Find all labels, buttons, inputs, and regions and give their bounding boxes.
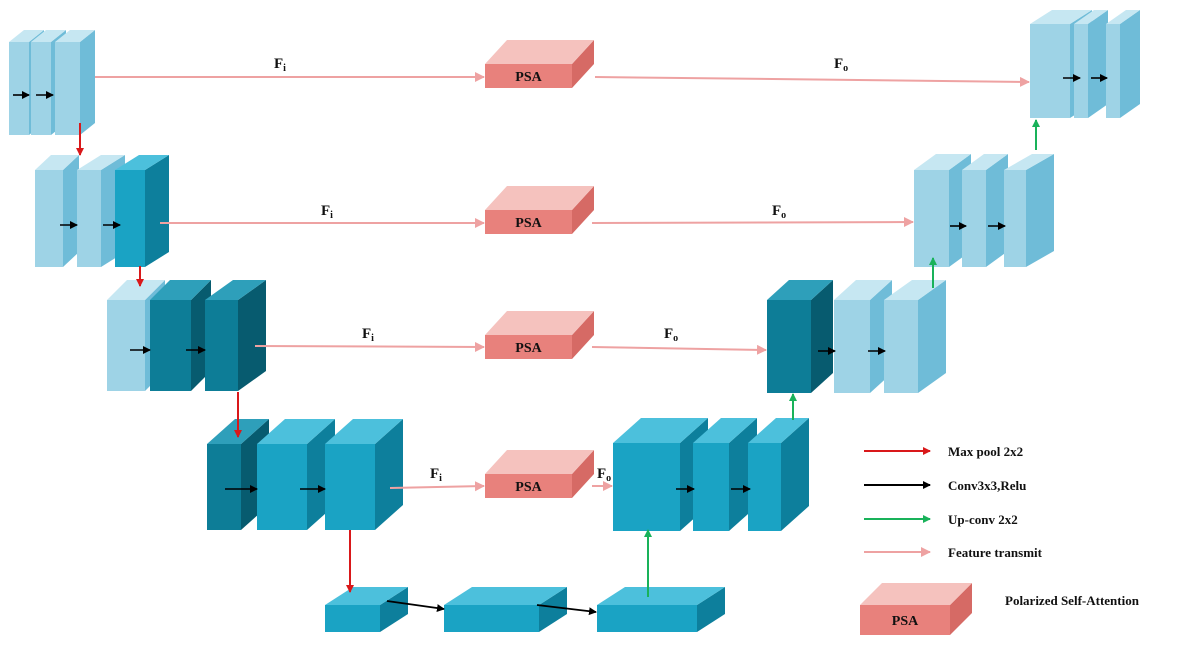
psa-module-3: PSA: [485, 311, 594, 359]
psa-module-1: PSA: [485, 40, 594, 88]
bottleneck-block-1: [325, 587, 408, 632]
legend-conv-label: Conv3x3,Relu: [948, 478, 1026, 493]
legend-psa-label: PSA: [892, 614, 919, 629]
legend-item-conv: Conv3x3,Relu: [864, 478, 1026, 493]
fi-label-3: Fi: [362, 326, 374, 344]
bottleneck-block-2: [444, 587, 567, 632]
bottleneck-block-3: [597, 587, 725, 632]
legend-psa-block: PSA: [860, 583, 972, 635]
enc1-block-3: [55, 30, 95, 135]
legend-item-feature-transmit: Feature transmit: [864, 545, 1043, 560]
transmit-arrow-1-out: [594, 76, 1030, 87]
dec2-block-2: [962, 154, 1008, 267]
enc4-block-2: [257, 419, 335, 530]
legend-item-up-conv: Up-conv 2x2: [864, 512, 1018, 527]
psa-module-label-2: PSA: [515, 216, 542, 231]
legend-feature-transmit-label: Feature transmit: [948, 545, 1043, 560]
psa-module-label-4: PSA: [515, 480, 542, 495]
dec1-block-2: [1074, 10, 1108, 118]
psa-modules: PSA PSA PSA PSA: [485, 40, 594, 498]
feature-blocks: [9, 10, 1140, 632]
dec3-block-3: [884, 280, 946, 393]
dec4-block-2: [693, 418, 757, 531]
fo-label-2: Fo: [772, 203, 786, 221]
fo-label-3: Fo: [664, 326, 678, 344]
fi-label-1: Fi: [274, 56, 286, 74]
legend-up-conv-label: Up-conv 2x2: [948, 512, 1018, 527]
enc3-block-3: [205, 280, 266, 391]
transmit-arrow-2-out: [591, 217, 914, 228]
bottleneck-conv-arrow-1: [386, 600, 445, 612]
psa-module-label-1: PSA: [515, 70, 542, 85]
dec1-block-3: [1106, 10, 1140, 118]
enc2-block-1: [35, 155, 79, 267]
psa-module-4: PSA: [485, 450, 594, 498]
dec3-block-2: [834, 280, 892, 393]
legend-item-max-pool: Max pool 2x2: [864, 444, 1023, 459]
arrows: [13, 72, 1108, 616]
psa-module-2: PSA: [485, 186, 594, 234]
legend-max-pool-label: Max pool 2x2: [948, 444, 1023, 459]
transmit-arrow-3-out: [591, 344, 767, 355]
fo-label-1: Fo: [834, 56, 848, 74]
transmit-arrow-3-in: [254, 341, 485, 352]
dec4-block-3: [748, 418, 809, 531]
enc2-block-3: [115, 155, 169, 267]
bottleneck-conv-arrow-2: [536, 604, 597, 616]
fi-label-2: Fi: [321, 203, 333, 221]
transmit-arrow-4-in: [389, 481, 485, 492]
dec2-block-3: [1004, 154, 1054, 267]
psa-module-label-3: PSA: [515, 341, 542, 356]
legend-psa-description: Polarized Self-Attention: [1005, 593, 1140, 608]
enc3-block-2: [150, 280, 211, 391]
dec3-block-1: [767, 280, 833, 393]
enc4-block-3: [325, 419, 403, 530]
fo-label-4: Fo: [597, 466, 611, 484]
fi-label-4: Fi: [430, 466, 442, 484]
